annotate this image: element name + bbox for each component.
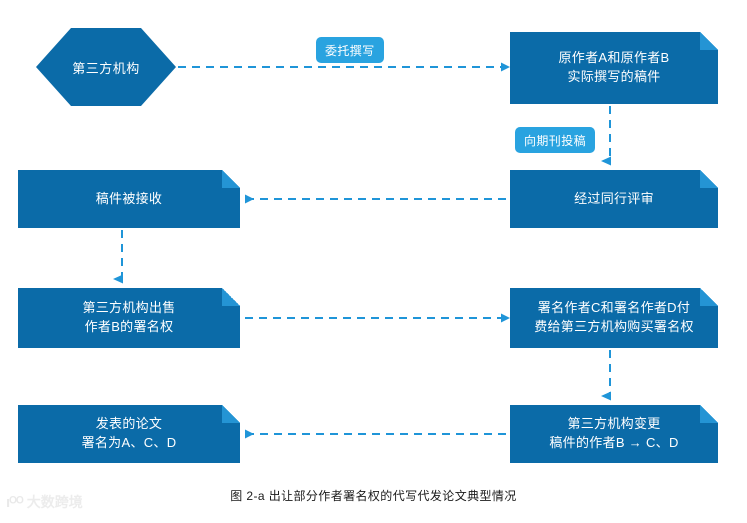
node-agency-changes-author[interactable]: 第三方机构变更 稿件的作者B → C、D [510,405,718,463]
folded-corner-icon [700,170,718,188]
edge-label-commission-writing[interactable]: 委托撰写 [316,37,384,63]
node-peer-reviewed[interactable]: 经过同行评审 [510,170,718,228]
badge-text: 向期刊投稿 [524,133,587,148]
node-agency-sells-authorship[interactable]: 第三方机构出售 作者B的署名权 [18,288,240,348]
node-buyers-pay-agency[interactable]: 署名作者C和署名作者D付 费给第三方机构购买署名权 [510,288,718,348]
figure-caption: 图 2-a 出让部分作者署名权的代写代发论文典型情况 [230,489,517,503]
folded-corner-icon [222,170,240,188]
node-label: 第三方机构 [72,60,140,76]
node-label: 署名作者C和署名作者D付 费给第三方机构购买署名权 [534,300,694,334]
badge-text: 委托撰写 [325,43,375,58]
node-label: 稿件被接收 [95,190,163,206]
folded-corner-icon [222,288,240,306]
node-label: 发表的论文 署名为A、C、D [81,416,177,450]
folded-corner-icon [700,405,718,423]
node-published-paper[interactable]: 发表的论文 署名为A、C、D [18,405,240,463]
node-original-authors-manuscript[interactable]: 原作者A和原作者B 实际撰写的稿件 [510,32,718,104]
node-label: 第三方机构变更 稿件的作者B → C、D [549,416,679,450]
watermark-logo-icon: ıᴼᴼ [6,493,24,511]
edge-label-submit-to-journal[interactable]: 向期刊投稿 [515,127,596,153]
folded-corner-icon [222,405,240,423]
folded-corner-icon [700,288,718,306]
folded-corner-icon [700,32,718,50]
node-label: 第三方机构出售 作者B的署名权 [82,300,176,334]
node-manuscript-accepted[interactable]: 稿件被接收 [18,170,240,228]
watermark-text: 大数跨境 [26,494,83,510]
watermark: ıᴼᴼ 大数跨境 [6,492,83,512]
node-label: 原作者A和原作者B 实际撰写的稿件 [558,50,670,84]
node-label: 经过同行评审 [574,190,654,206]
